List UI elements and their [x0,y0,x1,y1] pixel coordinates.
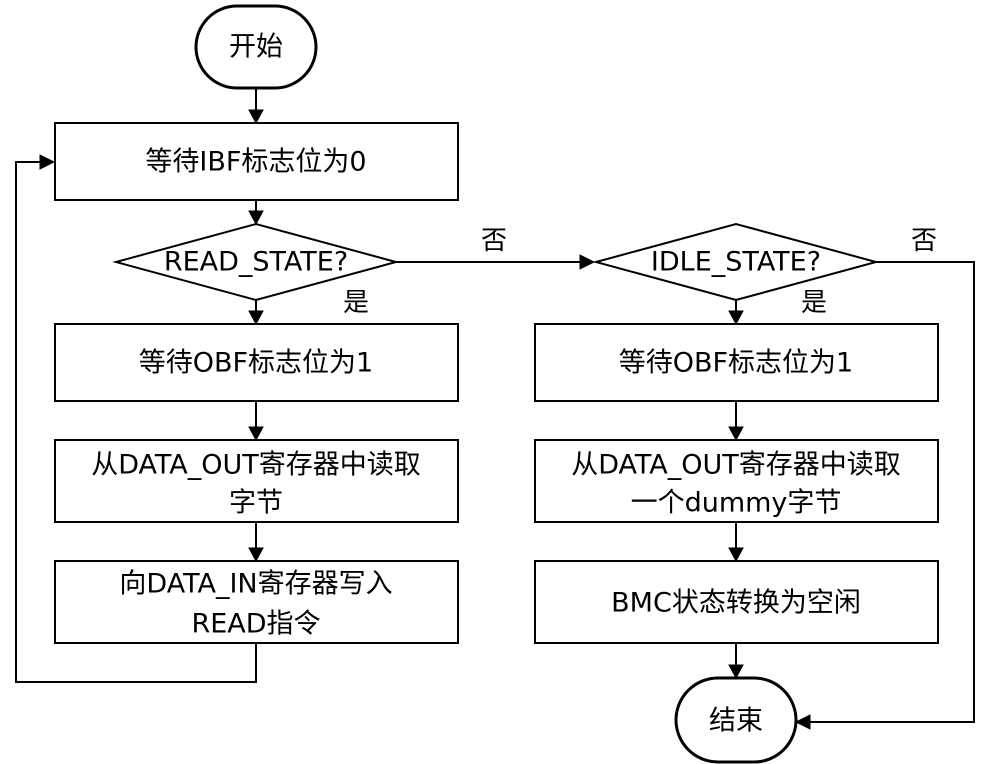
idle-yes-label: 是 [801,288,827,318]
wait-ibf-box [54,122,459,201]
read-data-right-box [534,439,939,523]
edges [15,88,975,730]
arrowhead [248,547,264,563]
wait-obf-left-label: 等待OBF标志位为1 [139,348,373,379]
read-state-label: READ_STATE? [164,247,348,278]
arrowhead [248,210,264,226]
write-in-line2: READ指令 [191,609,320,640]
bmc-idle-label: BMC状态转换为空闲 [611,588,861,619]
nodes: 开始 等待IBF标志位为0 READ_STATE? 等待OBF标志位为1 从DA… [54,4,939,764]
idle-state-decision [592,222,880,302]
arrowhead [248,109,264,125]
arrowhead [39,154,56,170]
end-label: 结束 [709,706,763,737]
start-terminal [194,4,318,90]
arrowhead [728,310,744,326]
read-no-label: 否 [481,226,507,256]
wait-obf-right-box [534,323,939,402]
idle-no-label: 否 [911,226,937,256]
write-in-line1: 向DATA_IN寄存器写入 [119,569,392,600]
read-data-right-line1: 从DATA_OUT寄存器中读取 [571,450,901,481]
edge-loop-back [15,161,257,683]
read-data-left-line1: 从DATA_OUT寄存器中读取 [91,450,421,481]
read-state-decision [112,222,400,302]
read-data-left-line2: 字节 [229,488,283,519]
write-in-box [54,560,459,644]
read-data-left-box [54,439,459,523]
arrowhead [728,664,744,680]
wait-obf-left-box [54,323,459,402]
arrowhead [579,254,596,270]
idle-state-label: IDLE_STATE? [651,247,821,278]
arrowhead [728,426,744,442]
edge-idle-no-to-end [806,261,975,723]
arrowhead [248,426,264,442]
read-yes-label: 是 [343,288,369,318]
wait-obf-right-label: 等待OBF标志位为1 [619,348,853,379]
edge-labels: 否 是 否 是 [343,226,937,318]
end-terminal [674,676,798,764]
bmc-idle-box [534,560,939,644]
arrowhead [794,714,811,730]
start-label: 开始 [229,32,283,63]
arrowhead [248,310,264,326]
wait-ibf-label: 等待IBF标志位为0 [145,147,366,178]
arrowhead [728,547,744,563]
read-data-right-line2: 一个dummy字节 [631,488,842,519]
